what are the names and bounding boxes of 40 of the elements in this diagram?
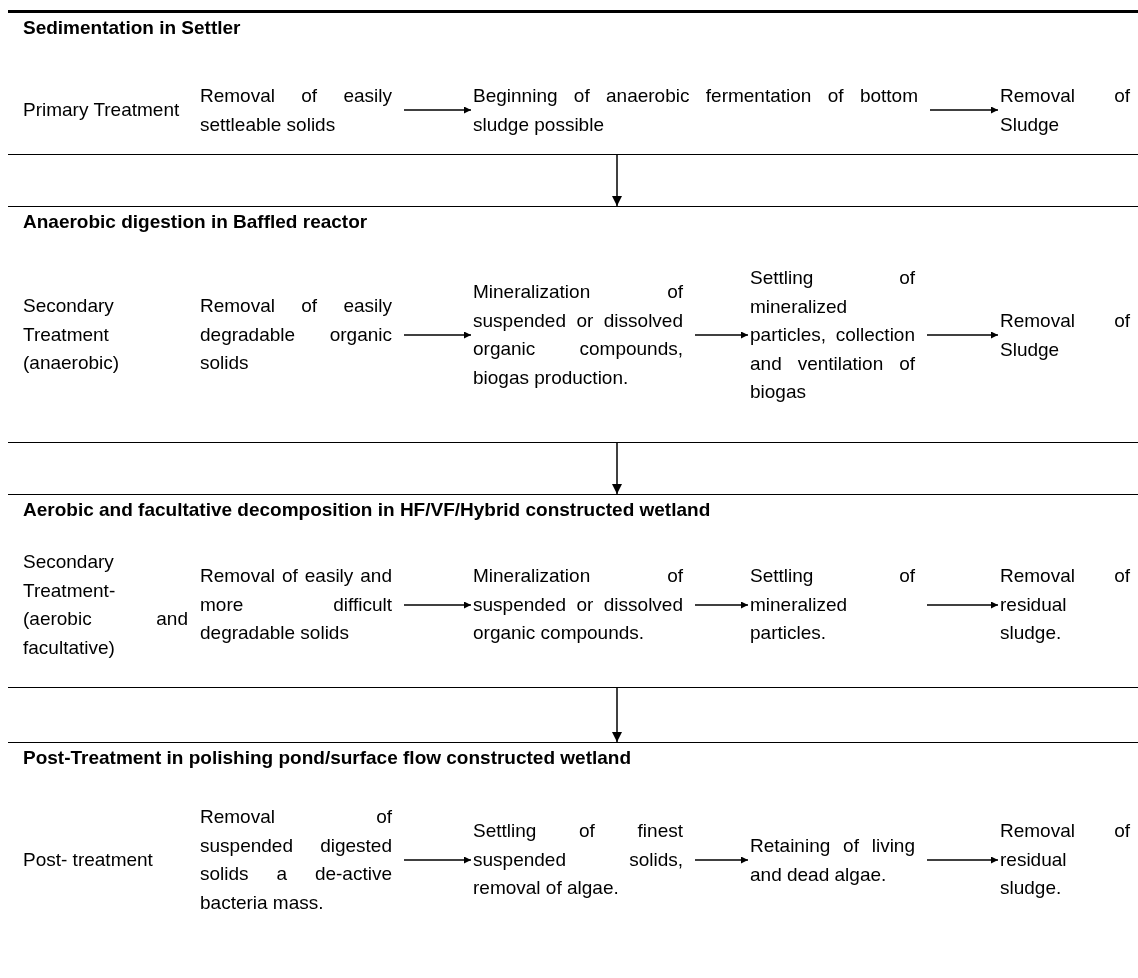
stage-heading: Post-Treatment in polishing pond/surface flow constructed wetland	[23, 747, 632, 769]
arrow	[929, 106, 999, 114]
arrow	[612, 154, 622, 207]
process-step-text: Removal of Sludge	[1000, 81, 1130, 139]
stage-heading: Anaerobic digestion in Baffled reactor	[23, 211, 368, 233]
arrow	[403, 856, 472, 864]
treatment-level-label: Post- treatment	[23, 845, 188, 875]
arrow	[694, 601, 749, 609]
process-step-text: Removal of suspended digested solids a de-active bacteria mass.	[200, 803, 392, 917]
arrow	[926, 331, 999, 339]
arrow	[926, 601, 999, 609]
process-step-text: Removal of easily and more difficult degradable solids	[200, 562, 392, 648]
process-step-text: Removal of easily settleable solids	[200, 81, 392, 139]
process-step-text: Settling of finest suspended solids, removal of algae.	[473, 817, 683, 903]
process-step-text: Removal of Sludge	[1000, 306, 1130, 364]
process-step-text: Removal of residual sludge.	[1000, 817, 1130, 903]
treatment-level-label: Primary Treatment	[23, 95, 188, 125]
stage-band	[8, 494, 1138, 688]
stage-band	[8, 206, 1138, 443]
stage-band	[8, 10, 1138, 155]
process-step-text: Retaining of living and dead algae.	[750, 831, 915, 889]
treatment-level-label: Secondary Treatment (anaerobic)	[23, 292, 188, 378]
stage-heading: Aerobic and facultative decomposition in HF/VF/Hybrid constructed wetland	[23, 499, 711, 521]
arrow	[403, 106, 472, 114]
arrow	[926, 856, 999, 864]
process-step-text: Mineralization of suspended or dissolved organic compounds.	[473, 562, 683, 648]
arrow	[612, 687, 622, 743]
stage-heading: Sedimentation in Settler	[23, 17, 241, 39]
arrow	[694, 856, 749, 864]
process-step-text: Mineralization of suspended or dissolved organic compounds, biogas production.	[473, 278, 683, 392]
process-step-text: Removal of residual sludge.	[1000, 562, 1130, 648]
process-step-text: Beginning of anaerobic fermentation of bottom sludge possible	[473, 81, 918, 139]
arrow	[694, 331, 749, 339]
arrow	[403, 331, 472, 339]
process-step-text: Removal of easily degradable organic solids	[200, 292, 392, 378]
arrow	[403, 601, 472, 609]
arrow	[612, 442, 622, 495]
process-step-text: Settling of mineralized particles.	[750, 562, 915, 648]
process-step-text: Settling of mineralized particles, collection and ventilation of biogas	[750, 263, 915, 407]
treatment-level-label: Secondary Treatment- (aerobic and facultative)	[23, 548, 188, 662]
